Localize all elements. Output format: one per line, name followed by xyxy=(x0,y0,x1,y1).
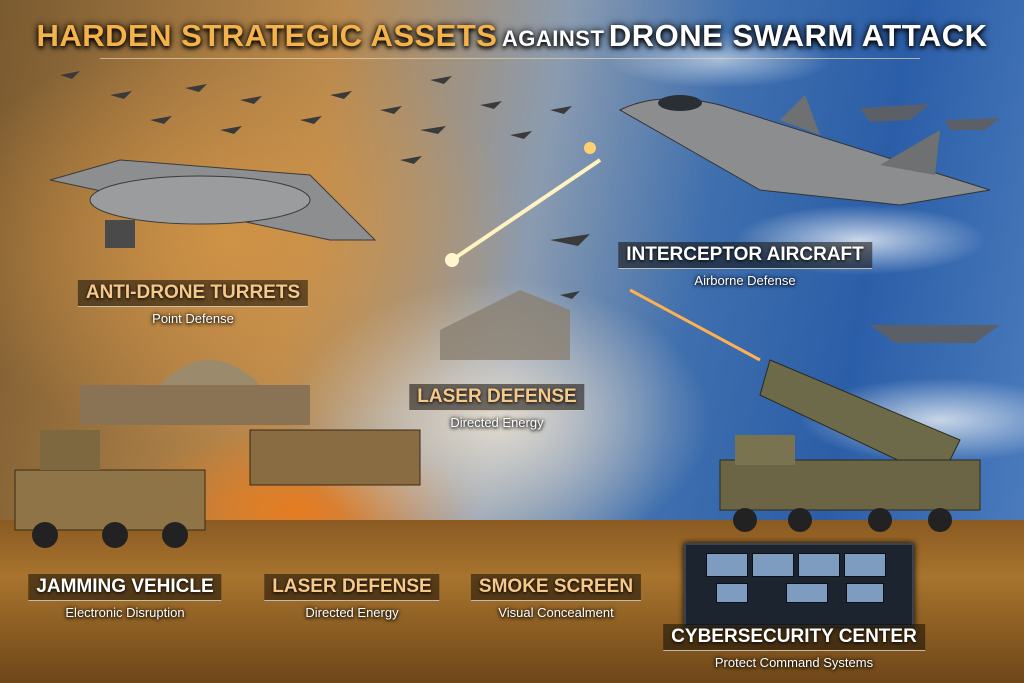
label-subtitle: Electronic Disruption xyxy=(65,605,185,620)
label-interceptor-aircraft: INTERCEPTOR AIRCRAFT Airborne Defense xyxy=(618,242,872,288)
label-heading: CYBERSECURITY CENTER xyxy=(663,624,925,651)
label-cybersecurity-center: CYBERSECURITY CENTER Protect Command Sys… xyxy=(663,624,925,670)
label-subtitle: Protect Command Systems xyxy=(714,655,874,670)
label-heading: JAMMING VEHICLE xyxy=(28,574,222,601)
drone-swarm xyxy=(60,71,590,299)
title-divider xyxy=(100,58,920,59)
armored-vehicles xyxy=(14,429,421,548)
label-jamming-vehicle: JAMMING VEHICLE Electronic Disruption xyxy=(28,574,222,620)
title-highlight: HARDEN STRATEGIC ASSETS xyxy=(36,18,498,53)
cybersecurity-monitor-wall xyxy=(684,543,914,627)
label-heading: SMOKE SCREEN xyxy=(470,574,642,601)
label-laser-defense-center: LASER DEFENSE Directed Energy xyxy=(409,384,585,430)
interceptor-jet xyxy=(618,95,991,206)
label-subtitle: Directed Energy xyxy=(305,605,399,620)
label-subtitle: Directed Energy xyxy=(450,415,544,430)
label-subtitle: Point Defense xyxy=(152,311,234,326)
label-heading: LASER DEFENSE xyxy=(409,384,585,411)
label-subtitle: Visual Concealment xyxy=(498,605,614,620)
label-heading: ANTI-DRONE TURRETS xyxy=(77,280,309,307)
label-heading: INTERCEPTOR AIRCRAFT xyxy=(618,242,872,269)
label-heading: LASER DEFENSE xyxy=(264,574,440,601)
title-connector: AGAINST xyxy=(501,26,605,51)
label-smoke-screen: SMOKE SCREEN Visual Concealment xyxy=(470,574,642,620)
missile-trails xyxy=(445,142,761,362)
label-anti-drone-turrets: ANTI-DRONE TURRETS Point Defense xyxy=(77,280,309,326)
title-main: DRONE SWARM ATTACK xyxy=(608,18,988,53)
page-title: HARDEN STRATEGIC ASSETS AGAINST DRONE SW… xyxy=(0,18,1024,54)
label-subtitle: Airborne Defense xyxy=(694,273,796,288)
large-drone xyxy=(49,159,377,248)
missile-launcher xyxy=(719,359,981,532)
label-laser-defense-bottom: LASER DEFENSE Directed Energy xyxy=(264,574,440,620)
distant-jets xyxy=(860,104,1000,343)
dome-facility xyxy=(80,290,570,425)
